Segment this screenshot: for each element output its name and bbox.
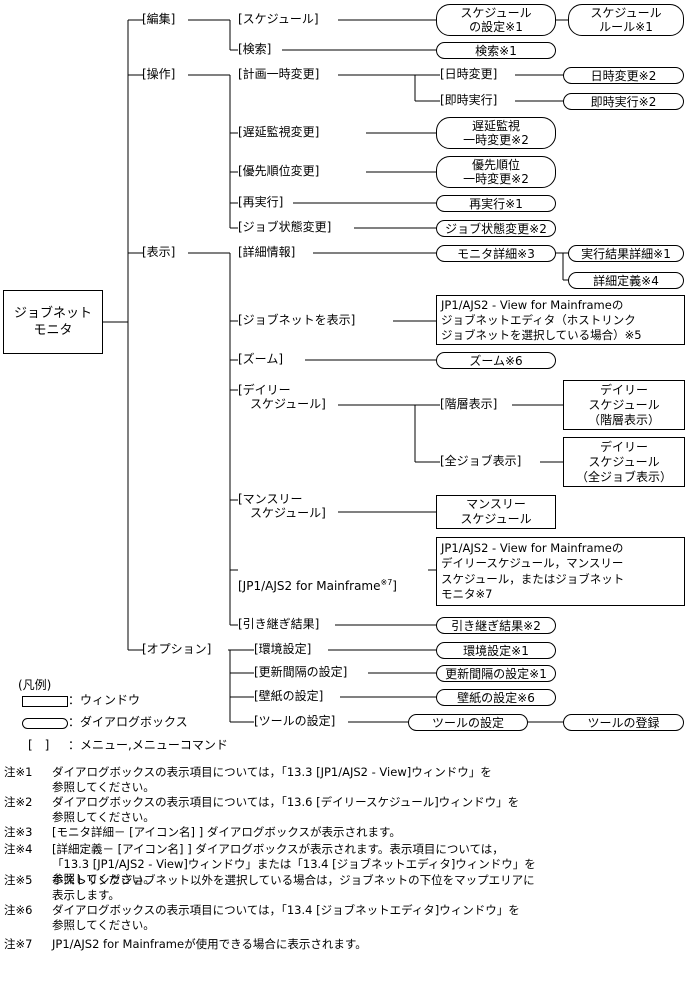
menu-ops[interactable]: [操作]	[142, 67, 176, 81]
dialog-job-status: ジョブ状態変更※2	[436, 220, 556, 237]
note-5: 注※5 ホストリンクジョブネット以外を選択している場合は，ジョブネットの下位をマッ…	[4, 873, 684, 903]
note-text: JP1/AJS2 for Mainframeが使用できる場合に表示されます。	[52, 937, 367, 951]
dialog-tool-registration: ツールの登録	[563, 714, 684, 731]
cmd-mainframe-note: ※7	[380, 578, 393, 587]
cmd-zoom[interactable]: [ズーム]	[238, 352, 284, 366]
note-tag: 注※7	[4, 937, 33, 951]
dialog-date-change: 日時変更※2	[563, 67, 684, 84]
note-tag: 注※5	[4, 873, 33, 887]
cmd-rerun[interactable]: [再実行]	[238, 195, 284, 209]
note-continuation: 表示します。	[52, 888, 120, 902]
cmd-delay-watch[interactable]: [遅延監視変更]	[238, 125, 320, 139]
note-text: ホストリンクジョブネット以外を選択している場合は，ジョブネットの下位をマップエリ…	[52, 873, 535, 887]
dialog-wallpaper-setting: 壁紙の設定※6	[436, 689, 556, 706]
note-tag: 注※3	[4, 825, 33, 839]
dialog-delay-watch: 遅延監視 一時変更※2	[436, 117, 556, 149]
root-jobnet-monitor-window: ジョブネット モニタ	[3, 290, 103, 354]
window-daily-all: デイリー スケジュール （全ジョブ表示）	[563, 437, 685, 487]
note-text: ダイアログボックスの表示項目については，「13.6 [デイリースケジュール]ウィ…	[52, 795, 520, 809]
cmd-wallpaper-setting[interactable]: [壁紙の設定]	[254, 689, 324, 703]
cmd-monthly-schedule[interactable]: [マンスリー スケジュール]	[238, 492, 326, 520]
note-text: [詳細定義－ [アイコン名] ] ダイアログボックスが表示されます。表示項目につ…	[52, 842, 504, 856]
legend-title: (凡例)	[18, 678, 52, 692]
window-jobnet-editor: JP1/AJS2 - View for Mainframeの ジョブネットエディ…	[436, 295, 685, 345]
dialog-search: 検索※1	[436, 42, 556, 59]
note-continuation: 参照してください。	[52, 918, 155, 932]
menu-edit[interactable]: [編集]	[142, 12, 176, 26]
cmd-immediate-run[interactable]: [即時実行]	[440, 93, 498, 107]
note-continuation: 参照してください。	[52, 780, 155, 794]
cmd-date-change[interactable]: [日時変更]	[440, 67, 498, 81]
dialog-detail-def: 詳細定義※4	[568, 272, 684, 289]
cmd-handover[interactable]: [引き継ぎ結果]	[238, 617, 320, 631]
cmd-detail-info[interactable]: [詳細情報]	[238, 245, 296, 259]
cmd-show-jobnet[interactable]: [ジョブネットを表示]	[238, 313, 356, 327]
dialog-priority: 優先順位 一時変更※2	[436, 156, 556, 188]
legend-menu-symbol: [ ]	[28, 738, 50, 752]
dialog-interval-setting: 更新間隔の設定※1	[436, 665, 556, 682]
note-2: 注※2 ダイアログボックスの表示項目については，「13.6 [デイリースケジュール…	[4, 795, 684, 825]
legend-dialog-symbol	[22, 718, 68, 729]
cmd-mainframe-bracket: ]	[392, 579, 397, 593]
note-7: 注※7 JP1/AJS2 for Mainframeが使用できる場合に表示されます…	[4, 937, 684, 952]
cmd-search[interactable]: [検索]	[238, 42, 272, 56]
window-mainframe: JP1/AJS2 - View for Mainframeの デイリースケジュー…	[436, 537, 685, 606]
menu-view[interactable]: [表示]	[142, 245, 176, 259]
dialog-env-setting: 環境設定※1	[436, 642, 556, 659]
cmd-priority[interactable]: [優先順位変更]	[238, 164, 320, 178]
dialog-tool-setting: ツールの設定	[408, 714, 528, 731]
cmd-env-setting[interactable]: [環境設定]	[254, 642, 312, 656]
note-text: [モニタ詳細－ [アイコン名] ] ダイアログボックスが表示されます。	[52, 825, 401, 839]
note-continuation: 参照してください。	[52, 810, 155, 824]
note-tag: 注※6	[4, 903, 33, 917]
legend-window-text: ：ウィンドウ	[68, 693, 141, 707]
note-tag: 注※2	[4, 795, 33, 809]
note-1: 注※1 ダイアログボックスの表示項目については，「13.3 [JP1/AJS2 -…	[4, 765, 684, 795]
menu-options[interactable]: [オプション]	[142, 642, 212, 656]
cmd-plan-change[interactable]: [計画一時変更]	[238, 67, 320, 81]
dialog-exec-result: 実行結果詳細※1	[568, 245, 684, 262]
note-4: 注※4 [詳細定義－ [アイコン名] ] ダイアログボックスが表示されます。表示項…	[4, 842, 684, 887]
cmd-job-status[interactable]: [ジョブ状態変更]	[238, 220, 332, 234]
note-continuation: 「13.3 [JP1/AJS2 - View]ウィンドウ」または「13.4 [ジ…	[52, 857, 536, 886]
cmd-schedule[interactable]: [スケジュール]	[238, 12, 319, 26]
legend-window-symbol	[22, 696, 68, 707]
dialog-schedule-rule: スケジュール ルール※1	[568, 4, 684, 36]
window-monthly: マンスリー スケジュール	[436, 495, 556, 529]
note-3: 注※3 [モニタ詳細－ [アイコン名] ] ダイアログボックスが表示されます。	[4, 825, 684, 840]
note-text: ダイアログボックスの表示項目については，「13.4 [ジョブネットエディタ]ウィ…	[52, 903, 520, 917]
dialog-handover: 引き継ぎ結果※2	[436, 617, 556, 634]
connector-lines	[103, 19, 568, 723]
legend-dialog-text: ：ダイアログボックス	[68, 715, 188, 729]
note-tag: 注※4	[4, 842, 33, 856]
cmd-hier-view[interactable]: [階層表示]	[440, 397, 498, 411]
dialog-zoom: ズーム※6	[436, 352, 556, 369]
cmd-mainframe-label: [JP1/AJS2 for Mainframe	[238, 579, 381, 593]
dialog-monitor-detail: モニタ詳細※3	[436, 245, 556, 262]
cmd-mainframe[interactable]: [JP1/AJS2 for Mainframe※7]	[238, 562, 397, 593]
window-daily-hier: デイリー スケジュール （階層表示）	[563, 380, 685, 430]
note-tag: 注※1	[4, 765, 33, 779]
cmd-tool-setting[interactable]: [ツールの設定]	[254, 714, 336, 728]
dialog-immediate-run: 即時実行※2	[563, 93, 684, 110]
cmd-interval-setting[interactable]: [更新間隔の設定]	[254, 665, 348, 679]
cmd-all-jobs-view[interactable]: [全ジョブ表示]	[440, 454, 522, 468]
note-text: ダイアログボックスの表示項目については，「13.3 [JP1/AJS2 - Vi…	[52, 765, 492, 779]
cmd-daily-schedule[interactable]: [デイリー スケジュール]	[238, 383, 326, 411]
dialog-rerun: 再実行※1	[436, 195, 556, 212]
note-6: 注※6 ダイアログボックスの表示項目については，「13.4 [ジョブネットエディタ…	[4, 903, 684, 933]
legend-menu-text: ：メニュー,メニューコマンド	[68, 738, 228, 752]
dialog-schedule-setting: スケジュール の設定※1	[436, 4, 556, 36]
